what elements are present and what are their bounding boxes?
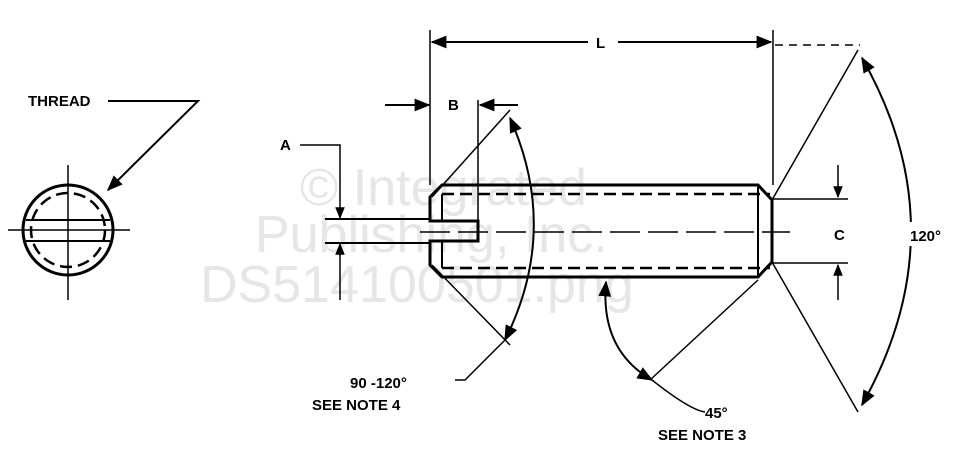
dimension-a-label: A	[280, 137, 291, 154]
end-view: THREAD	[8, 93, 201, 300]
dimension-a: A	[280, 137, 430, 300]
watermark-line-1: © Integrated	[300, 159, 587, 217]
angle-120-label: 120°	[910, 228, 941, 245]
dimension-b: B	[385, 97, 518, 221]
dimension-b-label: B	[448, 97, 459, 114]
watermark: © Integrated Publishing, Inc. DS51410050…	[200, 159, 634, 314]
dimension-l-label: L	[596, 35, 605, 52]
angle-45: 45° SEE NOTE 3	[598, 279, 759, 444]
angle-90-120: 90 -120° SEE NOTE 4	[312, 109, 535, 414]
watermark-line-3: DS514100501.png	[200, 256, 634, 314]
angle-45-label: 45°	[705, 405, 728, 422]
dimension-c-label: C	[834, 227, 845, 244]
angle-120: 120°	[771, 49, 957, 413]
see-note-4-label: SEE NOTE 4	[312, 397, 401, 414]
see-note-3-label: SEE NOTE 3	[658, 427, 746, 444]
thread-label: THREAD	[28, 93, 91, 110]
angle-90-120-label: 90 -120°	[350, 375, 407, 392]
dimension-l: L	[429, 30, 860, 185]
dimension-c: C	[770, 165, 848, 300]
